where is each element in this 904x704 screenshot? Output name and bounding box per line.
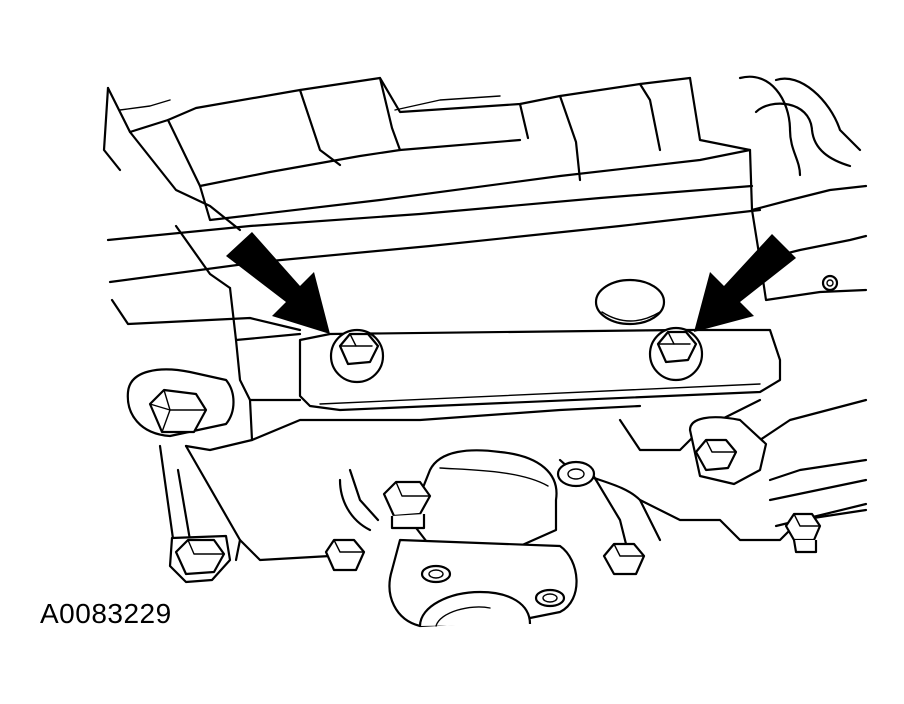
- threaded-hole-right: [821, 274, 839, 292]
- arrow-left-indicator: [226, 232, 330, 334]
- lower-bolt-left-center: [324, 538, 366, 572]
- lower-left-stud-bolt: [168, 534, 232, 584]
- arrow-right-indicator: [694, 234, 796, 332]
- flange-plate: [388, 538, 578, 628]
- center-small-bolt: [382, 480, 432, 530]
- bracket-bolt-right: [648, 326, 704, 382]
- threaded-boss-center: [556, 460, 596, 488]
- lower-bolt-right-center: [602, 542, 646, 576]
- figure-id-label: A0083229: [40, 598, 172, 629]
- block-plug: [594, 278, 666, 326]
- lower-left-boss: [126, 368, 235, 438]
- center-pump-housing: [338, 449, 662, 562]
- engine-block-upper: [102, 76, 754, 232]
- right-upper-bolt: [688, 416, 768, 486]
- lower-housing: [158, 338, 642, 562]
- right-lower-bolt: [784, 512, 822, 554]
- right-hose: [738, 75, 868, 212]
- bracket-bolt-left: [329, 328, 385, 384]
